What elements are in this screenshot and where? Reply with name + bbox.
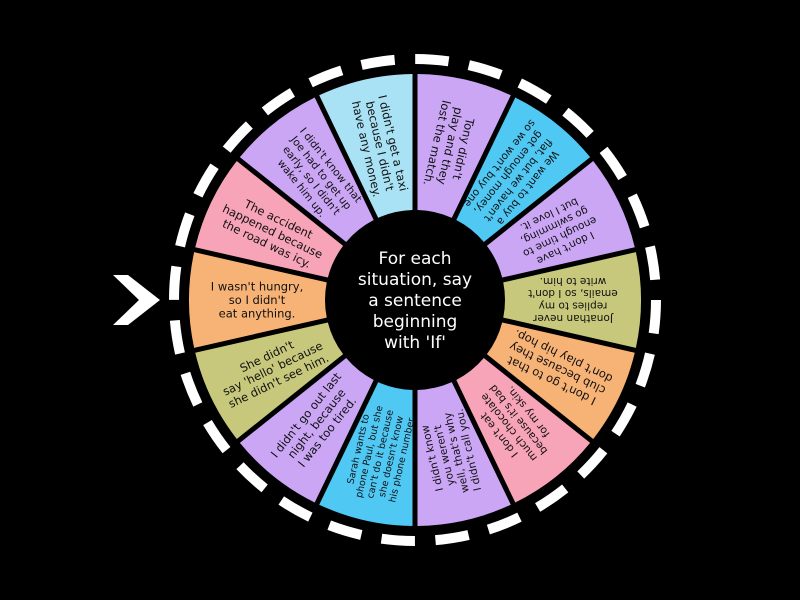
wheel-segment[interactable]: Jonathan neverreplies to myemails, so I … (503, 252, 641, 348)
segment-wedge[interactable] (486, 322, 635, 439)
segment-wedge[interactable] (239, 358, 374, 503)
center-text-line: with 'If' (384, 333, 446, 353)
wheel-segment[interactable]: We want to buy aflat, but we haven'tgot … (456, 97, 591, 242)
wheel-segment[interactable]: I don't haveenough time togo swimming,bu… (486, 161, 635, 278)
segment-wedge[interactable] (195, 322, 344, 439)
wheel-segment[interactable]: The accidenthappened becausethe road was… (195, 161, 344, 278)
center-text-line: For each (379, 249, 452, 269)
segment-text-line: write to him. (540, 275, 607, 287)
center-text-line: situation, say (358, 270, 472, 290)
wheel-segment[interactable]: I didn't knowyou weren'twell, that's why… (417, 382, 511, 526)
center-text-line: beginning (373, 312, 458, 332)
segment-wedge[interactable] (189, 252, 327, 348)
segment-text-line: I wasn't hungry, (211, 279, 303, 293)
segment-text-line: replies to my (539, 300, 608, 312)
segment-wedge[interactable] (319, 382, 413, 526)
wheel-segments[interactable]: Jonathan neverreplies to myemails, so I … (189, 74, 641, 526)
hub-circle[interactable] (333, 218, 497, 382)
segment-wedge[interactable] (239, 97, 374, 242)
segment-wedge[interactable] (195, 161, 344, 278)
segment-wedge[interactable] (503, 252, 641, 348)
segment-text: Jonathan neverreplies to myemails, so I … (528, 275, 618, 324)
segment-wedge[interactable] (417, 74, 511, 218)
wheel-rim (169, 54, 661, 546)
segment-wedge[interactable] (456, 97, 591, 242)
segment-text-line: Jonathan never (532, 312, 614, 324)
segment-text-line: so I didn't (229, 293, 286, 307)
wheel-segment[interactable]: I didn't get a taxibecause I didn'thave … (319, 74, 413, 218)
segment-wedge[interactable] (417, 382, 511, 526)
segment-wedge[interactable] (456, 358, 591, 503)
segment-wedge[interactable] (486, 161, 635, 278)
dashed-rim-ring (169, 54, 661, 546)
segment-wedge[interactable] (319, 74, 413, 218)
wheel-segment[interactable]: I didn't know thatJoe had to get upearly… (239, 97, 374, 242)
wheel-segment[interactable]: Tony didn'tplay and theylost the match. (417, 74, 511, 218)
chevron-right-icon (113, 275, 160, 325)
wheel-segment[interactable]: She didn'tsay 'hello' becauseshe didn't … (195, 322, 344, 439)
segment-text-line: eat anything. (219, 307, 296, 321)
center-text-line: a sentence (368, 291, 462, 311)
segment-text-line: emails, so I don't (528, 287, 618, 299)
